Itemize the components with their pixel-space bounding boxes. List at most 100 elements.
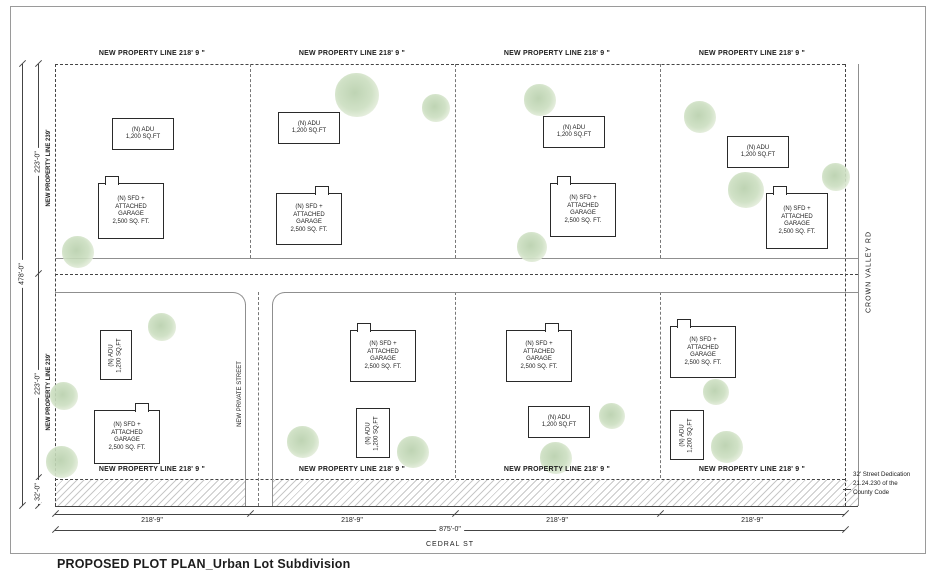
tree <box>50 382 78 410</box>
property-line-label-top: NEW PROPERTY LINE 218' 9 " <box>298 50 406 57</box>
building-label: 1,200 SQ.FT <box>291 128 327 134</box>
building-label: 1,200 SQ.FT <box>687 417 693 453</box>
building-sfd-lot2: (N) SFD + ATTACHED GARAGE 2,500 SQ. FT. <box>276 186 342 245</box>
private-street-edge-right <box>272 304 273 506</box>
building-label: GARAGE <box>118 211 144 217</box>
building-label: (N) SFD + <box>117 196 145 202</box>
building-label: (N) SFD + <box>113 422 141 428</box>
tree <box>822 163 850 191</box>
building-label: (N) SFD + <box>369 341 397 347</box>
note-leader-line <box>843 489 851 490</box>
building-label: (N) SFD + <box>569 195 597 201</box>
building-label: ATTACHED <box>367 348 399 355</box>
building-label: (N) ADU <box>547 414 571 421</box>
building-label: 1,200 SQ.FT <box>541 422 577 428</box>
building-label: 2,500 SQ. FT. <box>364 363 402 370</box>
dim-label-segment: 218'-9" <box>546 517 568 524</box>
building-label: 2,500 SQ. FT. <box>778 228 816 235</box>
crown-valley-rd-edge <box>858 64 859 506</box>
page-title: PROPOSED PLOT PLAN_Urban Lot Subdivision <box>57 557 351 571</box>
tree <box>728 172 764 208</box>
rotated-label: (N) ADU 1,200 SQ.FT <box>680 412 695 458</box>
building-adu-lot2: (N) ADU 1,200 SQ.FT <box>278 112 340 144</box>
curb-fillet <box>272 292 285 305</box>
dim-label-segment: 218'-9" <box>141 517 163 524</box>
building-adu-lot4: (N) ADU 1,200 SQ.FT <box>727 136 789 168</box>
tree <box>524 84 556 116</box>
tree <box>62 236 94 268</box>
lot-divider <box>660 64 661 258</box>
building-sfd-lot4: (N) SFD + ATTACHED GARAGE 2,500 SQ. FT. <box>766 186 828 249</box>
property-line-right <box>845 64 846 506</box>
building-label: 2,500 SQ. FT. <box>108 444 146 451</box>
building-sfd-lot8: (N) SFD + ATTACHED GARAGE 2,500 SQ. FT. <box>670 319 736 378</box>
building-label: (N) ADU <box>131 126 155 133</box>
building-label: GARAGE <box>114 437 140 443</box>
building-adu-lot8: (N) ADU 1,200 SQ.FT <box>670 410 704 460</box>
drawing-frame <box>10 6 926 554</box>
building-label: ATTACHED <box>687 344 719 351</box>
property-line-left <box>55 64 56 506</box>
private-street-edge-left <box>245 304 246 506</box>
garage-step <box>545 323 559 332</box>
note-line: County Code <box>853 488 890 496</box>
tree <box>46 446 78 478</box>
building-adu-lot6: (N) ADU 1,200 SQ.FT <box>356 408 390 458</box>
tree <box>397 436 429 468</box>
building-adu-lot3: (N) ADU 1,200 SQ.FT <box>543 116 605 148</box>
note-line: 21.24.230 of the <box>853 479 898 487</box>
property-line-label-bottom: NEW PROPERTY LINE 218' 9 " <box>698 466 806 473</box>
building-label: ATTACHED <box>523 348 555 355</box>
garage-step <box>773 186 787 195</box>
tree <box>148 313 176 341</box>
dim-label-segment: 218'-9" <box>741 517 763 524</box>
building-label: (N) ADU <box>365 421 372 445</box>
building-sfd-lot6: (N) SFD + ATTACHED GARAGE 2,500 SQ. FT. <box>350 323 416 382</box>
garage-step <box>557 176 571 185</box>
tree <box>703 379 729 405</box>
road-edge-top <box>55 258 858 259</box>
building-label: (N) ADU <box>746 144 770 151</box>
building-adu-lot5: (N) ADU 1,200 SQ.FT <box>100 330 132 380</box>
tree <box>287 426 319 458</box>
building-label: ATTACHED <box>293 211 325 218</box>
building-label: 1,200 SQ.FT <box>740 152 776 158</box>
dedication-note: 32' Street Dedication 21.24.230 of the C… <box>853 471 929 498</box>
building-sfd-lot3: (N) SFD + ATTACHED GARAGE 2,500 SQ. FT. <box>550 176 616 237</box>
building-label: 1,200 SQ.FT <box>125 134 161 140</box>
building-label: GARAGE <box>526 356 552 362</box>
property-line-label-bottom: NEW PROPERTY LINE 218' 9 " <box>98 466 206 473</box>
street-name-cedral: CEDRAL ST <box>425 541 475 548</box>
lot-divider <box>455 64 456 258</box>
building-label: (N) SFD + <box>783 206 811 212</box>
dedication-edge-line <box>55 506 858 507</box>
building-label: 2,500 SQ. FT. <box>290 226 328 233</box>
tree <box>422 94 450 122</box>
building-label: 1,200 SQ.FT <box>373 415 379 451</box>
building-label: (N) SFD + <box>689 337 717 343</box>
building-label: (N) SFD + <box>295 204 323 210</box>
garage-step <box>105 176 119 185</box>
private-street-gap <box>246 480 272 506</box>
road-edge-bottom-left <box>55 292 233 293</box>
rotated-label: (N) ADU 1,200 SQ.FT <box>366 410 381 456</box>
building-label: ATTACHED <box>115 203 147 210</box>
road-centerline <box>55 274 858 275</box>
tree <box>684 101 716 133</box>
tree <box>540 442 572 474</box>
building-label: 1,200 SQ.FT <box>116 337 122 373</box>
tree <box>335 73 379 117</box>
building-label: (N) ADU <box>679 423 686 447</box>
garage-step <box>677 319 691 328</box>
lot-divider <box>660 292 661 478</box>
garage-step <box>315 186 329 195</box>
dimension-line-bottom <box>55 514 845 515</box>
building-label: 2,500 SQ. FT. <box>112 218 150 225</box>
property-line-label-top: NEW PROPERTY LINE 218' 9 " <box>698 50 806 57</box>
lot-divider <box>455 292 456 478</box>
tree <box>517 232 547 262</box>
dimension-line-left <box>38 64 39 506</box>
property-line-label-top: NEW PROPERTY LINE 218' 9 " <box>98 50 206 57</box>
building-label: GARAGE <box>370 356 396 362</box>
